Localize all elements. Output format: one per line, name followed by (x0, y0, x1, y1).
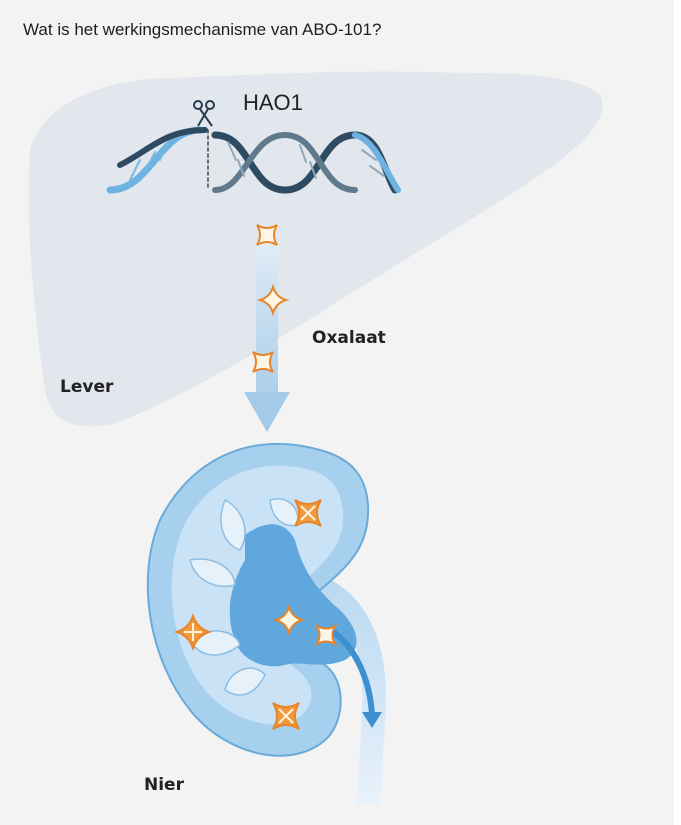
crystal-icon (314, 623, 338, 647)
gene-label: HAO1 (243, 90, 303, 115)
crystal-icon (272, 603, 306, 637)
scissors-icon (193, 100, 215, 127)
crystal-icon (256, 283, 290, 317)
crystal-icon (256, 224, 278, 246)
dna-helix-icon (106, 126, 401, 194)
flow-arrow (328, 627, 375, 716)
kidney-label: Nier (144, 775, 184, 795)
liver-shape (28, 71, 603, 427)
crystal-icon (252, 351, 274, 373)
crystal-icon (173, 612, 213, 652)
ureter (310, 575, 386, 805)
crystal-icon (294, 499, 322, 527)
question-title: Wat is het werkingsmechanisme van ABO-10… (23, 20, 382, 39)
down-arrow-icon (244, 392, 290, 432)
oxalate-flow-band (256, 240, 278, 400)
liver-label: Lever (60, 377, 114, 397)
crystal-icon (272, 702, 300, 730)
kidney-illustration (146, 442, 386, 805)
oxalate-label: Oxalaat (312, 328, 386, 348)
